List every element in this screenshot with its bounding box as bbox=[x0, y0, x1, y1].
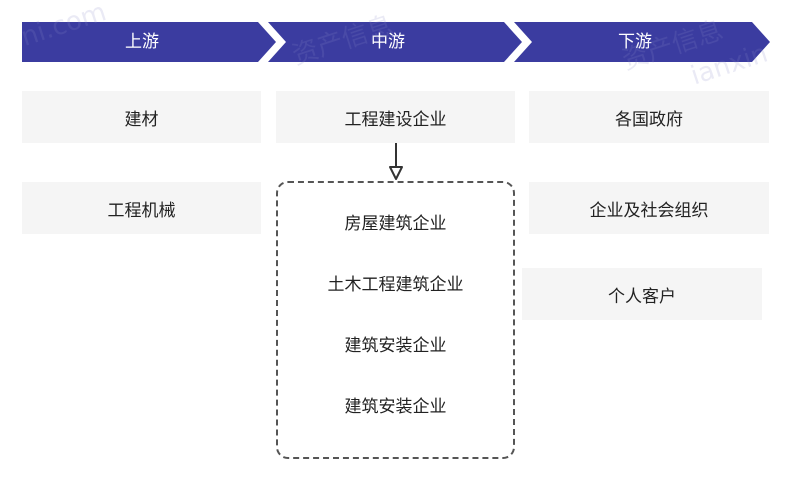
upstream-item-construction-machinery: 工程机械 bbox=[22, 182, 261, 234]
midstream-subcategory-group bbox=[276, 181, 515, 459]
sub-item-installation-2: 建筑安装企业 bbox=[344, 397, 447, 417]
chevron-right-shape bbox=[22, 22, 276, 62]
downstream-item-enterprises-organizations: 企业及社会组织 bbox=[529, 182, 769, 234]
stage-downstream-arrow: 下游 bbox=[514, 22, 770, 62]
chevron-right-shape bbox=[514, 22, 770, 62]
stage-midstream-arrow: 中游 bbox=[268, 22, 522, 62]
downstream-item-governments: 各国政府 bbox=[529, 91, 769, 143]
stage-upstream-arrow: 上游 bbox=[22, 22, 276, 62]
down-arrow-icon bbox=[389, 143, 403, 180]
sub-item-installation-1: 建筑安装企业 bbox=[344, 336, 447, 356]
stage-downstream-label: 下游 bbox=[618, 32, 652, 52]
stage-upstream-label: 上游 bbox=[125, 32, 159, 52]
sub-item-civil-engineering: 土木工程建筑企业 bbox=[327, 275, 464, 295]
chevron-right-shape bbox=[268, 22, 522, 62]
upstream-item-building-materials: 建材 bbox=[22, 91, 261, 143]
sub-item-housing-construction: 房屋建筑企业 bbox=[344, 214, 447, 234]
downstream-item-individual-customers: 个人客户 bbox=[522, 268, 762, 320]
midstream-item-construction-enterprise: 工程建设企业 bbox=[276, 91, 515, 143]
stage-midstream-label: 中游 bbox=[371, 32, 405, 52]
